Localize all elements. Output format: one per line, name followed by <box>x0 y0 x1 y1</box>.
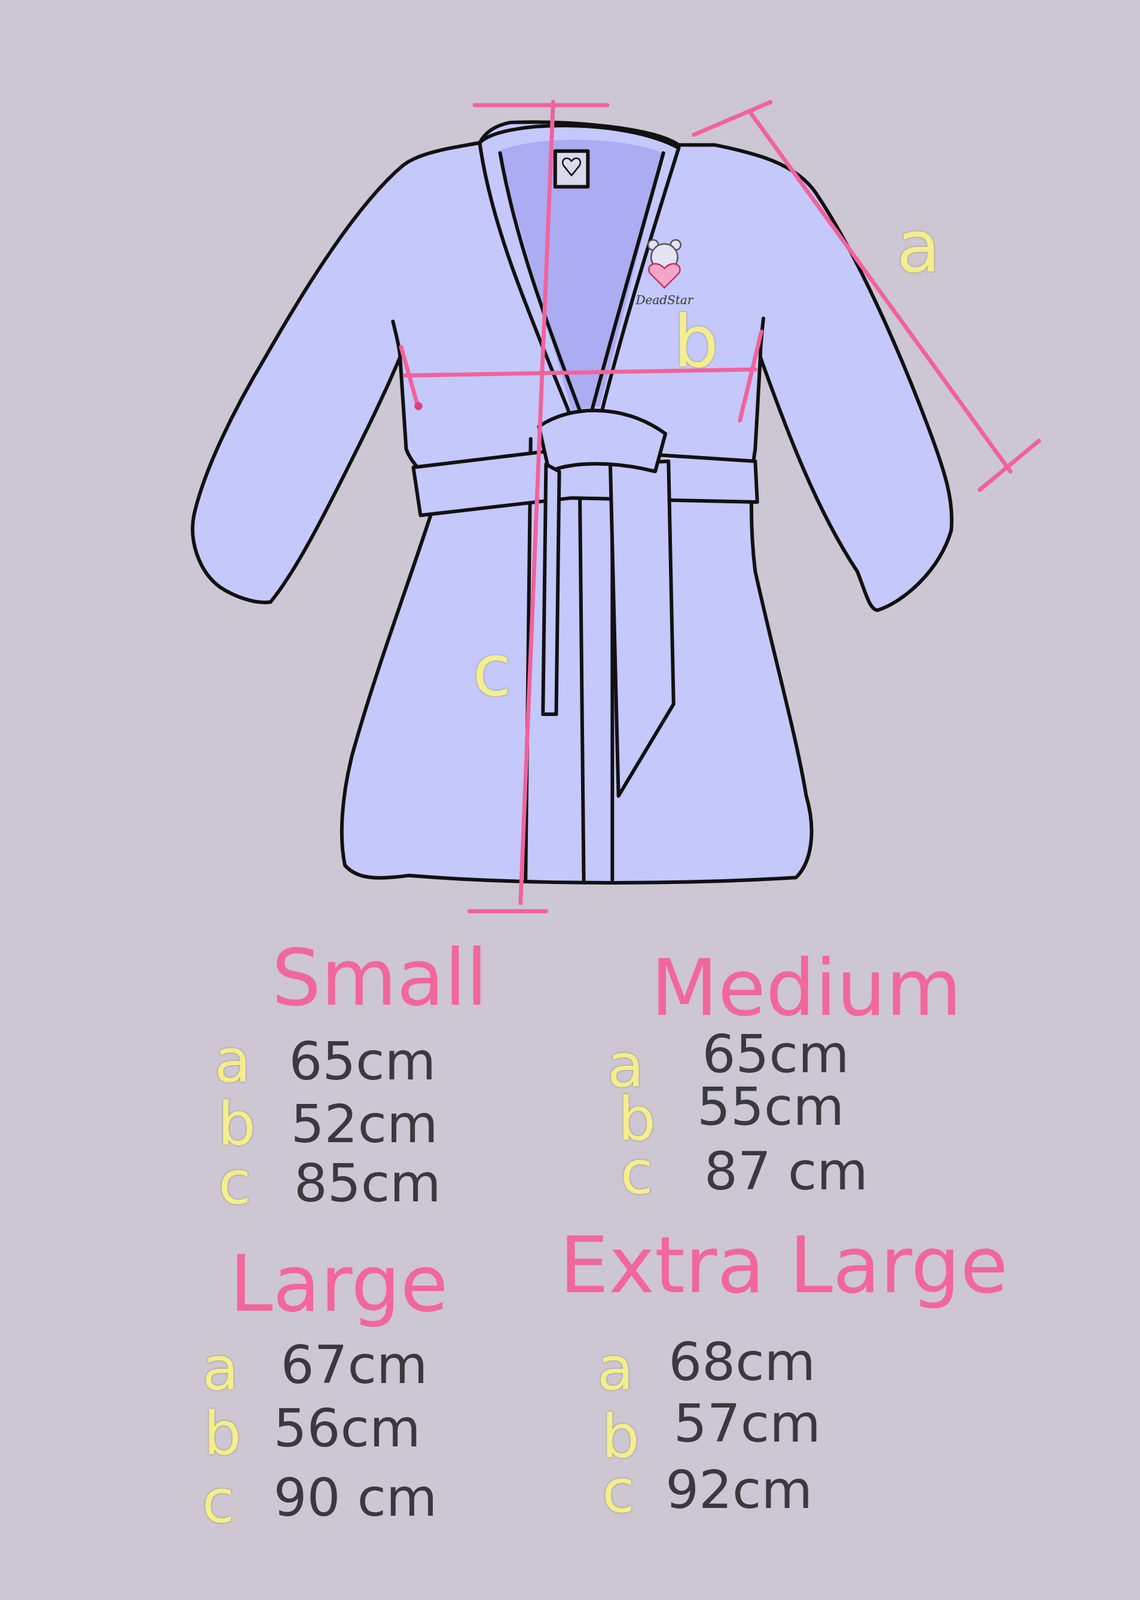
sleeve-line <box>750 112 1011 472</box>
measurement-value: 52cm <box>291 1095 439 1154</box>
chest-dot <box>414 402 423 411</box>
length-end <box>469 909 546 914</box>
logo <box>648 239 681 288</box>
dimension-letter: a <box>597 1336 634 1403</box>
tag-heart <box>562 158 581 176</box>
collar-top <box>479 125 679 149</box>
neck-tag <box>555 151 589 188</box>
dimension-letter: a <box>214 1028 252 1095</box>
measurement-value: 56cm <box>273 1400 421 1459</box>
dimension-letter: c <box>620 1140 654 1207</box>
measurement-value: 90 cm <box>273 1469 438 1528</box>
dimension-letter: c <box>202 1469 235 1536</box>
length-end <box>474 102 608 108</box>
measurement-value: 55cm <box>697 1078 845 1137</box>
dimension-letter: b <box>673 302 719 382</box>
size-heading: Extra Large <box>559 1222 1008 1308</box>
measurement-value: 87 cm <box>704 1142 869 1201</box>
belt-tail <box>542 464 559 715</box>
dimension-letter: c <box>472 631 512 711</box>
size-heading: Small <box>271 934 488 1021</box>
size-heading: Large <box>229 1241 449 1327</box>
dimension-letter: c <box>601 1459 635 1525</box>
dimension-letter: b <box>217 1091 256 1158</box>
measurement-value: 92cm <box>665 1461 813 1520</box>
measurement-value: 57cm <box>673 1394 821 1453</box>
dimension-letter: b <box>203 1401 241 1467</box>
belt-knot <box>538 410 666 472</box>
measurement-value: 65cm <box>288 1032 436 1091</box>
logo-text: DeadStar <box>635 293 693 307</box>
dimension-letter: a <box>896 207 941 287</box>
front-edge <box>579 479 585 880</box>
measurement-value: 67cm <box>280 1336 428 1395</box>
left-armhole <box>392 321 400 358</box>
sleeve-end <box>694 102 771 136</box>
size-heading: Medium <box>651 945 962 1031</box>
logo-heart <box>648 263 680 288</box>
dimension-letter: a <box>202 1336 239 1403</box>
sleeve-end <box>979 441 1039 491</box>
measurement-value: 85cm <box>294 1154 442 1213</box>
length-line <box>520 102 554 904</box>
chest-end <box>740 331 762 421</box>
measurement-value: 65cm <box>702 1025 850 1084</box>
measurement-value: 68cm <box>668 1333 816 1392</box>
chest-end <box>401 346 419 408</box>
dimension-letter: c <box>218 1150 252 1217</box>
belt-tail <box>610 461 674 797</box>
